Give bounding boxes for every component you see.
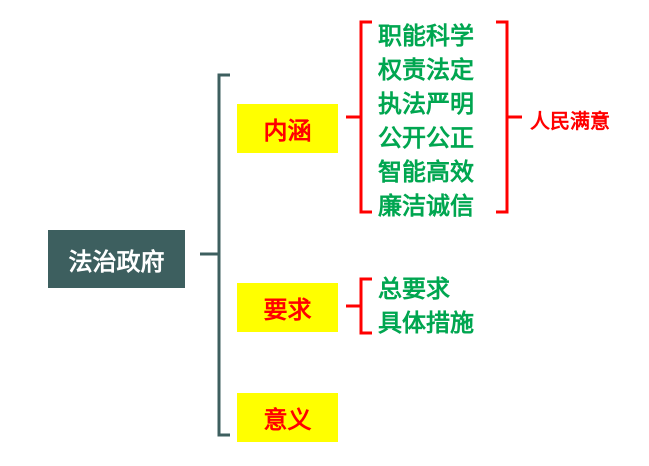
list-item: 执法严明 (378, 90, 474, 118)
root-node: 法治政府 (48, 230, 185, 288)
branch-neihan: 内涵 (237, 104, 338, 153)
list-item: 具体措施 (378, 309, 474, 337)
yaoqiu-items: 总要求 具体措施 (378, 272, 474, 340)
neihan-bracket (346, 20, 372, 214)
list-item: 职能科学 (378, 22, 474, 50)
list-item: 总要求 (378, 275, 450, 303)
result-label: 人民满意 (530, 109, 610, 133)
neihan-items: 职能科学 权责法定 执法严明 公开公正 智能高效 廉洁诚信 (378, 19, 474, 223)
list-item: 公开公正 (378, 124, 474, 152)
branch-yaoqiu: 要求 (237, 283, 338, 332)
list-item: 智能高效 (378, 158, 474, 186)
list-item: 廉洁诚信 (378, 192, 474, 220)
list-item: 权责法定 (378, 56, 474, 84)
branch-yiyi: 意义 (237, 393, 338, 442)
result-bracket (496, 20, 522, 214)
main-bracket (200, 73, 230, 437)
yaoqiu-bracket (346, 277, 372, 335)
